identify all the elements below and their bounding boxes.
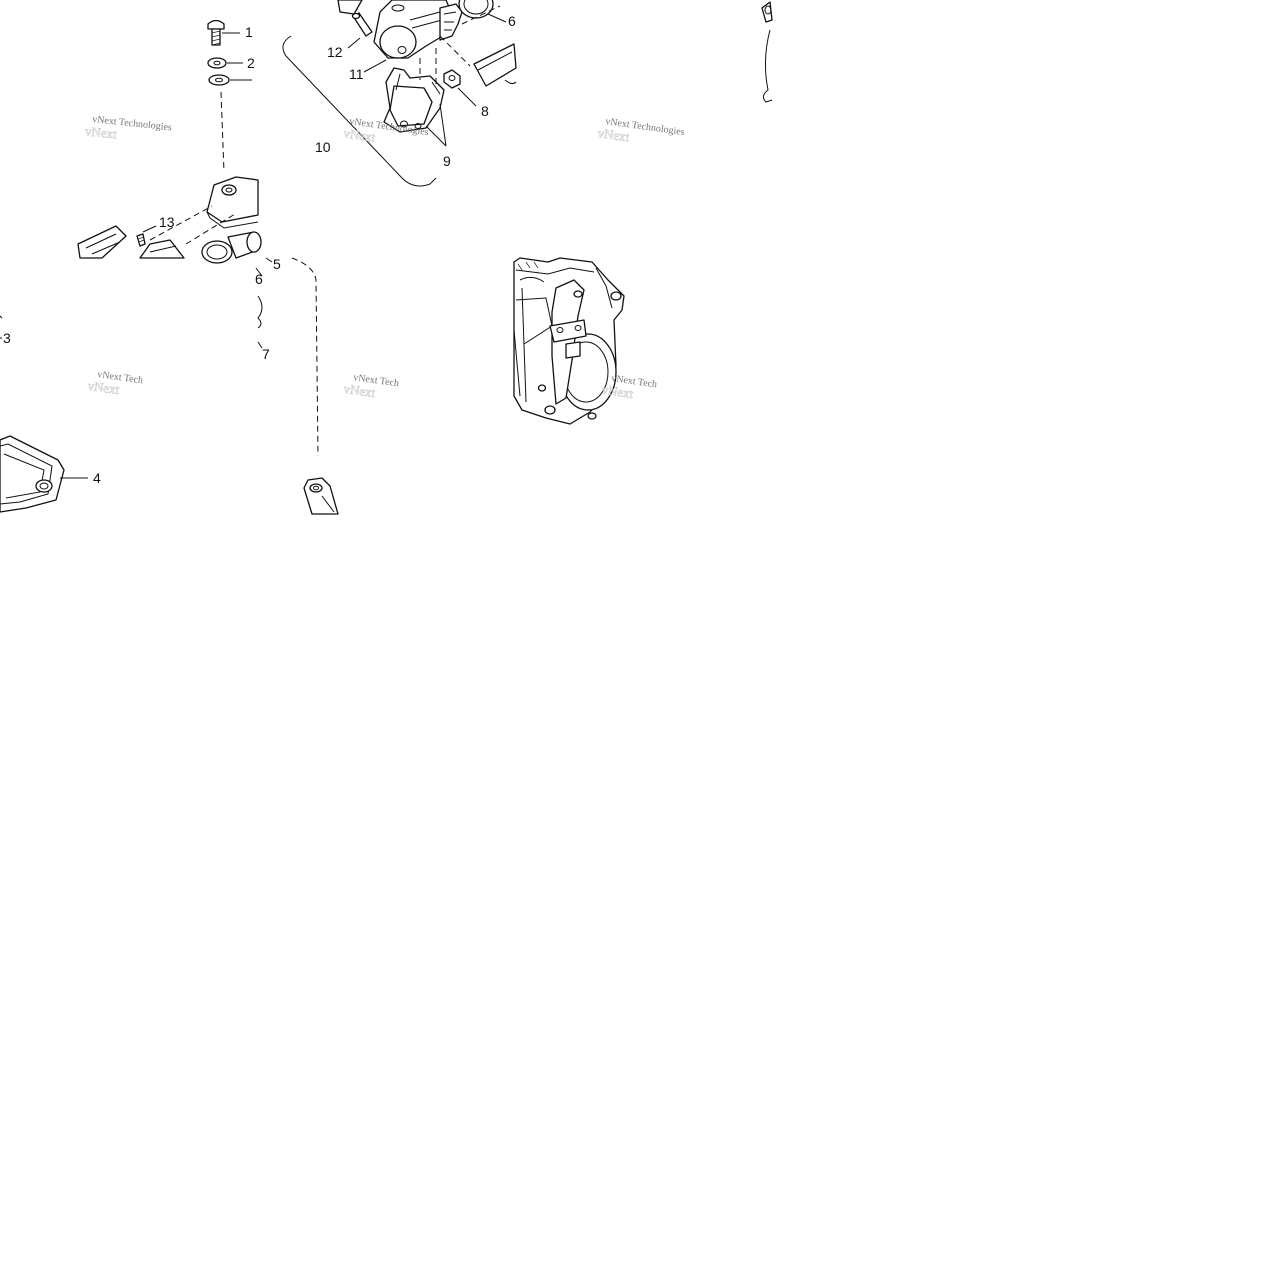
housing-tube-part [77,225,185,259]
sleeve-part [227,231,262,259]
tile-middle-centre [265,257,339,515]
callout-4: 4 [93,470,101,486]
callout-8: 8 [481,103,489,119]
callout-7: 7 [262,346,270,362]
brake-pads-part [383,67,445,133]
svg-text:vNext: vNext [601,382,635,401]
o-ring-part [458,0,494,19]
mount-bracket-part [206,176,259,229]
tile-middle-left [0,267,263,513]
callout-labels: 1 2 3 4 5 6 6 7 8 9 10 11 12 13 [3,13,516,486]
svg-text:vNext: vNext [343,381,377,400]
callout-6-lower: 6 [255,271,263,287]
tile-top-left [77,19,262,264]
callout-12: 12 [327,44,343,60]
reservoir-cover-part [0,435,65,513]
flat-washer-part [208,74,230,86]
callout-1: 1 [245,24,253,40]
bushing-part [201,240,233,264]
tile-top-middle [282,0,517,187]
svg-text:vNext: vNext [597,125,631,144]
svg-text:vNext: vNext [87,378,121,397]
callout-5: 5 [273,256,281,272]
callout-6: 6 [508,13,516,29]
callout-10: 10 [315,139,331,155]
brake-caliper-part [373,0,453,59]
callout-13: 13 [159,214,175,230]
svg-text:vNext: vNext [84,123,118,141]
bolt-part [207,19,225,46]
callout-9: 9 [443,153,451,169]
shaft-tube-part [473,43,517,87]
lower-bracket-part [303,477,339,515]
lock-washer-part [207,57,227,69]
nut-part [443,69,461,89]
spring-pin-part [136,233,146,247]
tile-assembly-overview [513,257,625,425]
svg-text:vNext: vNext [343,125,377,144]
callout-2: 2 [247,55,255,71]
machine-overview-part [513,257,625,425]
tile-top-right [761,1,773,103]
bleed-screw-part [351,12,373,37]
callout-3: 3 [3,330,11,346]
callout-11: 11 [349,66,364,82]
